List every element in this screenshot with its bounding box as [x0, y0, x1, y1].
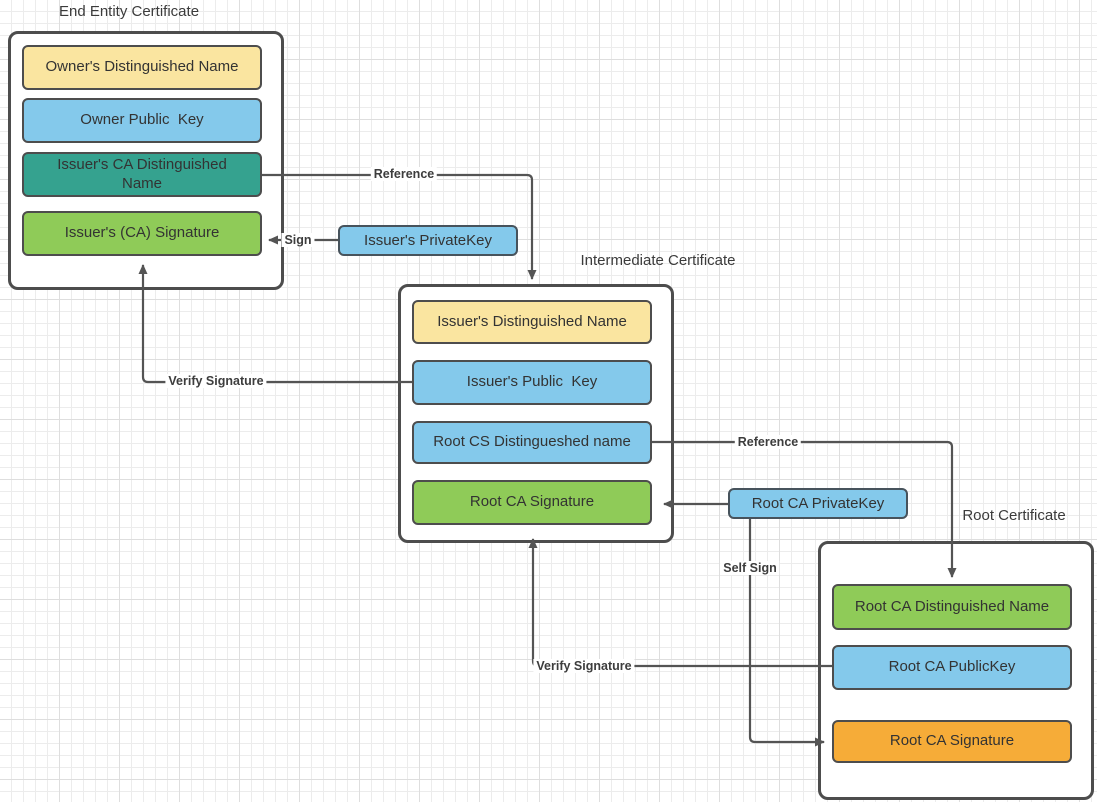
intermediate-certificate-container: Issuer's Distinguished Name Issuer's Pub…	[398, 284, 674, 543]
edge-verify-signature-root-to-intermediate	[528, 538, 832, 668]
intermediate-certificate-title: Intermediate Certificate	[580, 252, 736, 269]
reference-label-1: Reference	[370, 167, 438, 181]
owner-public-key-field: Owner Public Key	[22, 98, 262, 143]
issuer-distinguished-name-field: Issuer's Distinguished Name	[412, 300, 652, 344]
issuer-ca-signature-field: Issuer's (CA) Signature	[22, 211, 262, 256]
issuer-public-key-field: Issuer's Public Key	[412, 360, 652, 405]
end-entity-certificate-title: End Entity Certificate	[58, 3, 200, 20]
issuer-private-key-box: Issuer's PrivateKey	[338, 225, 518, 256]
root-ca-public-key-field: Root CA PublicKey	[832, 645, 1072, 690]
self-sign-label: Self Sign	[720, 561, 780, 575]
owner-distinguished-name-field: Owner's Distinguished Name	[22, 45, 262, 90]
issuer-ca-distinguished-name-field: Issuer's CA Distinguished Name	[22, 152, 262, 197]
root-ca-private-key-box: Root CA PrivateKey	[728, 488, 908, 519]
reference-label-2: Reference	[734, 435, 802, 449]
verify-signature-label-1: Verify Signature	[165, 374, 267, 388]
root-ca-signature-field-root: Root CA Signature	[832, 720, 1072, 763]
root-ca-distinguished-name-field: Root CA Distinguished Name	[832, 584, 1072, 630]
edge-self-sign	[748, 519, 825, 747]
root-ca-signature-field-intermediate: Root CA Signature	[412, 480, 652, 525]
sign-label: Sign	[281, 233, 315, 247]
end-entity-certificate-container: Owner's Distinguished Name Owner Public …	[8, 31, 284, 290]
verify-signature-label-2: Verify Signature	[533, 659, 635, 673]
root-certificate-container: Root CA Distinguished Name Root CA Publi…	[818, 541, 1094, 800]
root-certificate-title: Root Certificate	[962, 507, 1066, 524]
root-cs-distingueshed-name-field: Root CS Distingueshed name	[412, 421, 652, 464]
